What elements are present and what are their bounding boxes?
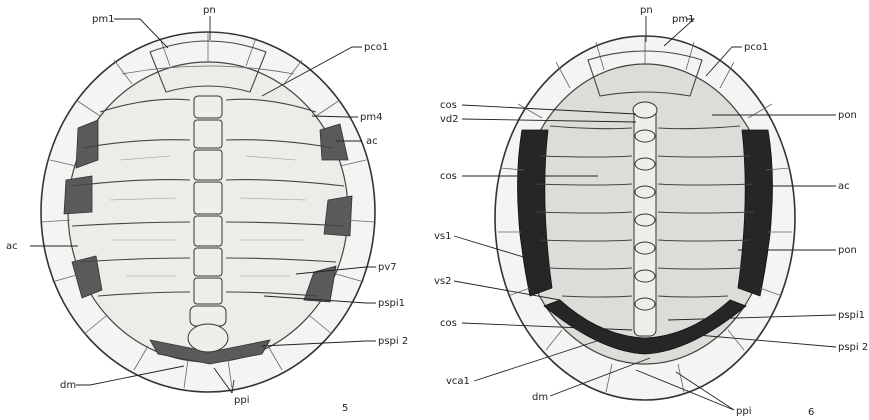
label-pon-bottom-fig6: pon (838, 245, 857, 256)
label-pon-top-fig6: pon (838, 110, 857, 121)
figure-5-carapace-dorsal (41, 32, 375, 392)
label-ac-right-fig5: ac (366, 136, 378, 147)
label-dm-fig5: dm (60, 380, 76, 391)
label-pv7-fig5: pv7 (378, 262, 397, 273)
label-cos-bottom-fig6: cos (440, 318, 457, 329)
label-vs1-fig6: vs1 (434, 231, 452, 242)
figure-number-6: 6 (808, 407, 814, 418)
label-ac-fig6: ac (838, 181, 850, 192)
figure-6-carapace-ventral (495, 36, 795, 400)
label-pm1-fig5: pm1 (92, 14, 114, 25)
label-vd2-fig6: vd2 (440, 114, 459, 125)
label-ac-left-fig5: ac (6, 241, 18, 252)
label-vca1-fig6: vca1 (446, 376, 470, 387)
label-pco1-fig6: pco1 (744, 42, 768, 53)
figure-number-5: 5 (342, 403, 348, 414)
label-pspi1-fig5: pspi1 (378, 298, 405, 309)
label-ppi-fig6: ppi (736, 406, 751, 417)
label-dm-fig6: dm (532, 392, 548, 403)
label-pco1-fig5: pco1 (364, 42, 388, 53)
label-pspi2-fig6: pspi 2 (838, 342, 868, 353)
label-pm1-fig6: pm1 (672, 14, 694, 25)
label-cos-top-fig6: cos (440, 100, 457, 111)
label-pspi2-fig5: pspi 2 (378, 336, 408, 347)
label-ppi-fig5: ppi (234, 395, 249, 406)
label-vs2-fig6: vs2 (434, 276, 452, 287)
label-pspi1-fig6: pspi1 (838, 310, 865, 321)
label-pm4-fig5: pm4 (360, 112, 382, 123)
label-cos-mid-fig6: cos (440, 171, 457, 182)
label-pn-fig5: pn (203, 5, 216, 16)
label-pn-fig6: pn (640, 5, 653, 16)
